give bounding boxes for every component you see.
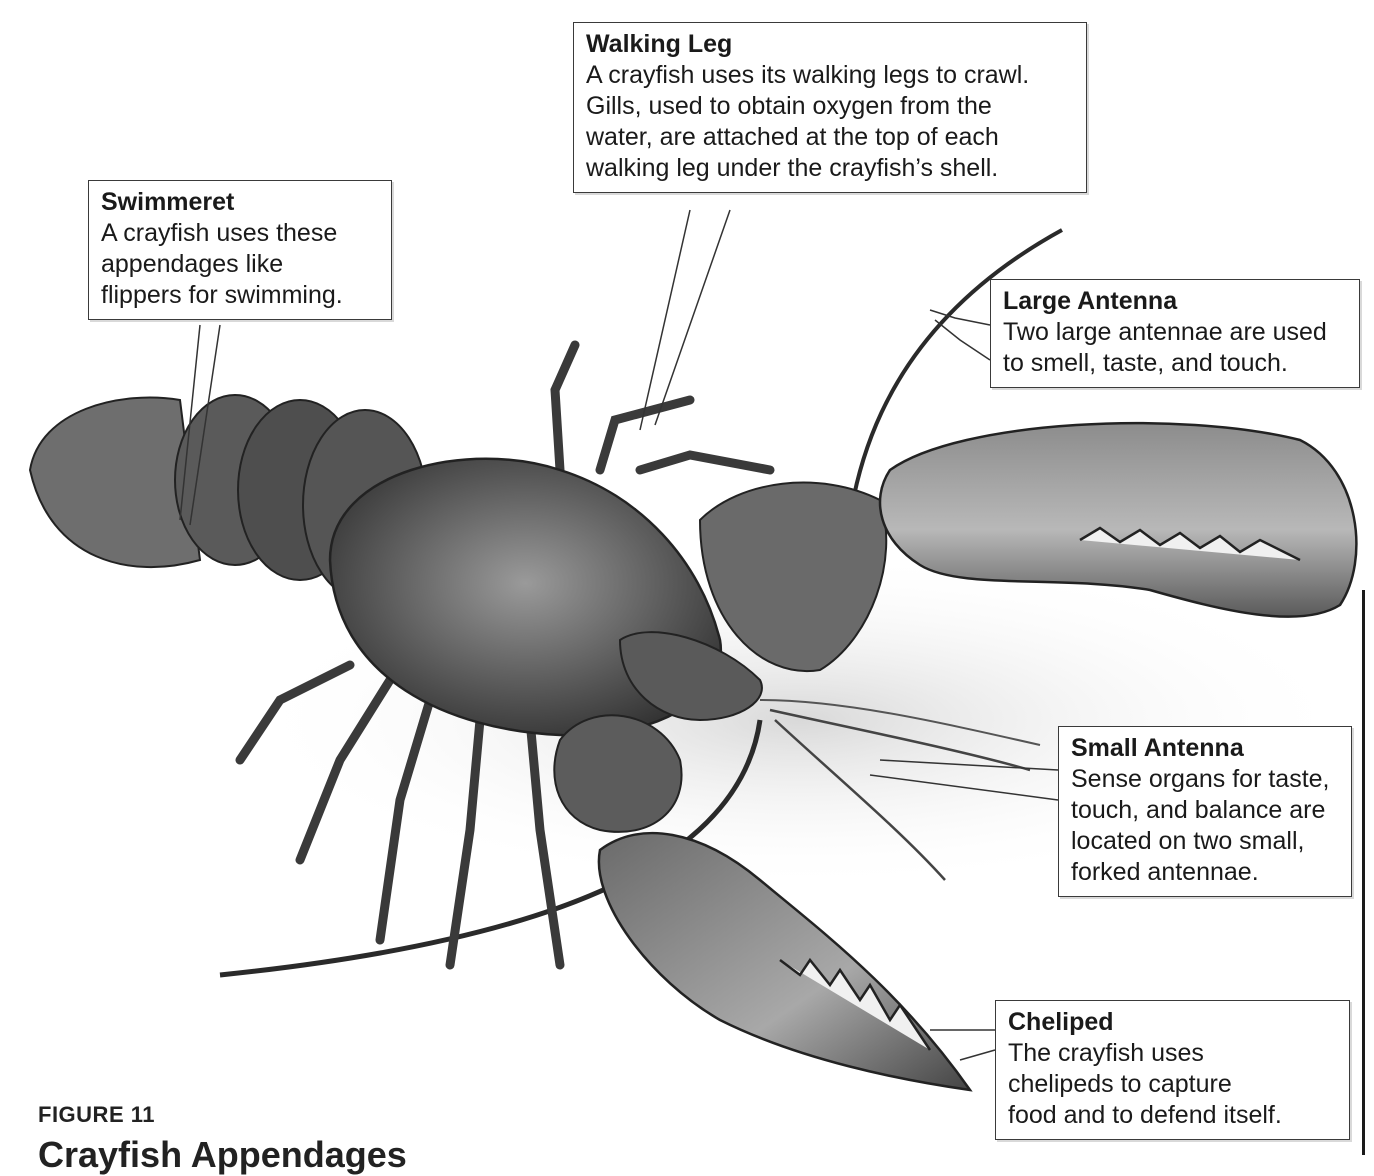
- cheliped-callout: Cheliped The crayfish uses chelipeds to …: [995, 1000, 1350, 1140]
- walking-leg-text-3: water, are attached at the top of each: [586, 122, 1074, 153]
- large-antenna-text-1: Two large antennae are used: [1003, 317, 1347, 348]
- swimmeret-callout: Swimmeret A crayfish uses these appendag…: [88, 180, 392, 320]
- small-antenna-text-1: Sense organs for taste,: [1071, 764, 1339, 795]
- small-antenna-text-4: forked antennae.: [1071, 857, 1339, 888]
- cheliped-text-3: food and to defend itself.: [1008, 1100, 1337, 1131]
- swimmeret-text-3: flippers for swimming.: [101, 280, 379, 311]
- swimmeret-text-2: appendages like: [101, 249, 379, 280]
- figure-number: FIGURE 11: [38, 1102, 155, 1128]
- small-antenna-text-2: touch, and balance are: [1071, 795, 1339, 826]
- swimmeret-text-1: A crayfish uses these: [101, 218, 379, 249]
- large-antenna-title: Large Antenna: [1003, 286, 1347, 317]
- walking-leg-text-1: A crayfish uses its walking legs to craw…: [586, 60, 1074, 91]
- walking-leg-text-4: walking leg under the crayfish’s shell.: [586, 153, 1074, 184]
- small-antenna-title: Small Antenna: [1071, 733, 1339, 764]
- small-antenna-text-3: located on two small,: [1071, 826, 1339, 857]
- cheliped-title: Cheliped: [1008, 1007, 1337, 1038]
- cheliped-text-1: The crayfish uses: [1008, 1038, 1337, 1069]
- walking-leg-callout: Walking Leg A crayfish uses its walking …: [573, 22, 1087, 193]
- cheliped-text-2: chelipeds to capture: [1008, 1069, 1337, 1100]
- swimmeret-title: Swimmeret: [101, 187, 379, 218]
- page-edge-rule: [1362, 590, 1365, 1155]
- large-antenna-callout: Large Antenna Two large antennae are use…: [990, 279, 1360, 388]
- walking-leg-title: Walking Leg: [586, 29, 1074, 60]
- figure-title: Crayfish Appendages: [38, 1134, 407, 1176]
- large-antenna-text-2: to smell, taste, and touch.: [1003, 348, 1347, 379]
- small-antenna-callout: Small Antenna Sense organs for taste, to…: [1058, 726, 1352, 897]
- walking-leg-text-2: Gills, used to obtain oxygen from the: [586, 91, 1074, 122]
